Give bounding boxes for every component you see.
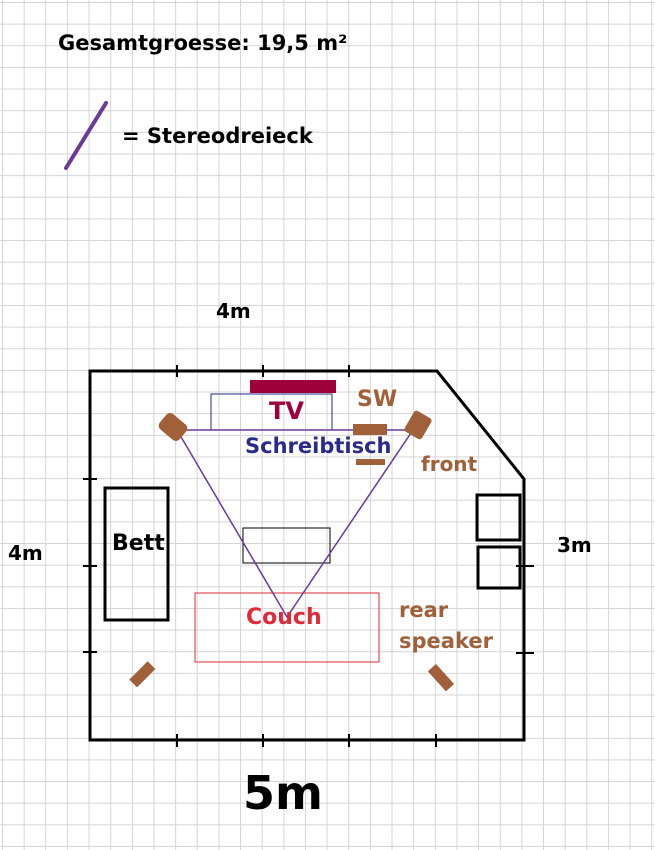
legend-label: = Stereodreieck	[122, 124, 313, 148]
subwoofer	[353, 424, 387, 435]
subwoofer-2	[356, 459, 385, 465]
front-left-speaker	[158, 413, 188, 441]
tv-label: TV	[269, 397, 304, 425]
rear-right-speaker	[427, 663, 455, 692]
couch-label: Couch	[246, 605, 322, 630]
cabinet-2	[476, 545, 522, 590]
desk-label: Schreibtisch	[245, 434, 392, 458]
front-label: front	[421, 452, 478, 476]
scale-ticks	[83, 365, 534, 747]
table	[242, 527, 331, 564]
legend-line-icon	[64, 101, 108, 170]
speaker-label: speaker	[399, 629, 493, 653]
bed-label: Bett	[112, 531, 165, 556]
total-area-title: Gesamtgroesse: 19,5 m²	[58, 31, 348, 55]
dimension-bottom: 5m	[243, 766, 323, 820]
rear-label: rear	[399, 598, 449, 622]
tv	[250, 380, 336, 393]
rear-left-speaker	[129, 661, 156, 688]
dimension-top: 4m	[216, 299, 251, 323]
bed	[103, 486, 170, 622]
subwoofer-label: SW	[357, 387, 398, 412]
room-walls	[88, 369, 526, 742]
front-right-speaker	[404, 410, 432, 440]
couch	[194, 592, 380, 663]
cabinet-1	[475, 493, 522, 542]
dimension-right: 3m	[557, 533, 592, 557]
dimension-left: 4m	[8, 541, 43, 565]
stereo-triangle	[175, 429, 415, 619]
